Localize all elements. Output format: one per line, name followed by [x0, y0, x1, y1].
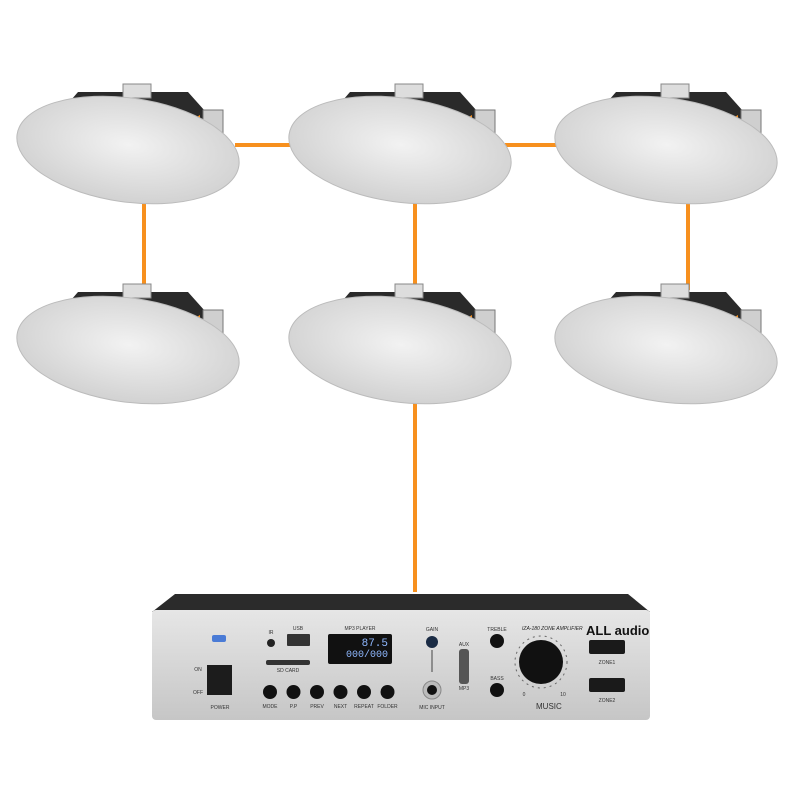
button-label: MODE [262, 704, 278, 710]
switch-on-label: ON [194, 667, 202, 673]
model-label: IZA-180 ZONE AMPLIFIER [522, 626, 583, 632]
speaker-grille [288, 295, 512, 405]
zone1-label: ZONE1 [598, 660, 616, 666]
speaker-grille [288, 95, 512, 205]
button-label: NEXT [333, 704, 348, 710]
button-label: PREV [310, 704, 324, 710]
aux-label: AUX [458, 642, 470, 648]
zone2-label: ZONE2 [598, 698, 616, 704]
cables [142, 143, 690, 592]
ir-label: IR [268, 630, 274, 636]
amplifier-top [152, 594, 650, 612]
mp3-display: 87.5 000/000 [328, 634, 392, 664]
mp3-player-label: MP3 PLAYER [344, 626, 376, 632]
display-track: 000/000 [345, 650, 388, 661]
terminal-block [122, 83, 152, 99]
ceiling-speaker [288, 283, 512, 405]
mic-input-jack-hole [427, 685, 437, 695]
ceiling-speaker [554, 83, 778, 205]
terminal-block [394, 283, 424, 299]
blue-led-indicator [212, 635, 226, 642]
ceiling-speaker [16, 83, 240, 205]
bass-knob[interactable] [490, 683, 504, 697]
button-folder[interactable] [380, 685, 395, 699]
zone2-button[interactable] [589, 678, 625, 692]
speaker-grille [554, 95, 778, 205]
bass-label: BASS [490, 676, 504, 682]
scale-min-label: 0 [522, 692, 526, 698]
button-label: FOLDER [377, 704, 398, 710]
ceiling-speaker [554, 283, 778, 405]
terminal-block [660, 283, 690, 299]
ceiling-speaker [16, 283, 240, 405]
power-label: POWER [210, 705, 230, 711]
switch-off-label: OFF [193, 690, 203, 696]
speaker-grille [554, 295, 778, 405]
scale-max-label: 10 [560, 692, 566, 698]
brand-logo: ALL audio [586, 623, 650, 638]
music-volume-knob-ring [514, 635, 568, 689]
treble-label: TREBLE [487, 627, 507, 633]
ir-sensor [267, 639, 275, 647]
terminal-block [122, 283, 152, 299]
gain-label: GAIN [425, 627, 439, 633]
usb-port[interactable] [287, 634, 310, 646]
terminal-block [394, 83, 424, 99]
button-repeat[interactable] [357, 685, 371, 699]
button-label: P.P [289, 704, 298, 710]
zone1-button[interactable] [589, 640, 625, 654]
button-prev[interactable] [310, 685, 324, 699]
button-mode[interactable] [263, 685, 277, 699]
button-label: REPEAT [354, 704, 374, 710]
sd-card-slot[interactable] [266, 660, 310, 665]
aux-mp3-switch[interactable] [459, 649, 469, 684]
terminal-block [660, 83, 690, 99]
speaker-grille [16, 295, 240, 405]
display-frequency: 87.5 [361, 638, 388, 650]
button-pp[interactable] [286, 685, 301, 699]
usb-label: USB [292, 626, 304, 632]
treble-knob[interactable] [490, 634, 504, 648]
amplifier [152, 594, 650, 720]
mic-input-label: MIC INPUT [419, 705, 445, 711]
gain-knob[interactable] [426, 636, 438, 648]
button-next[interactable] [333, 685, 348, 699]
power-switch[interactable] [207, 665, 232, 695]
music-volume-knob[interactable] [519, 640, 563, 684]
music-label: MUSIC [536, 702, 562, 711]
sd-card-label: SD CARD [276, 668, 300, 674]
ceiling-speaker [288, 83, 512, 205]
mp3-label: MP3 [458, 686, 470, 692]
speaker-grille [16, 95, 240, 205]
